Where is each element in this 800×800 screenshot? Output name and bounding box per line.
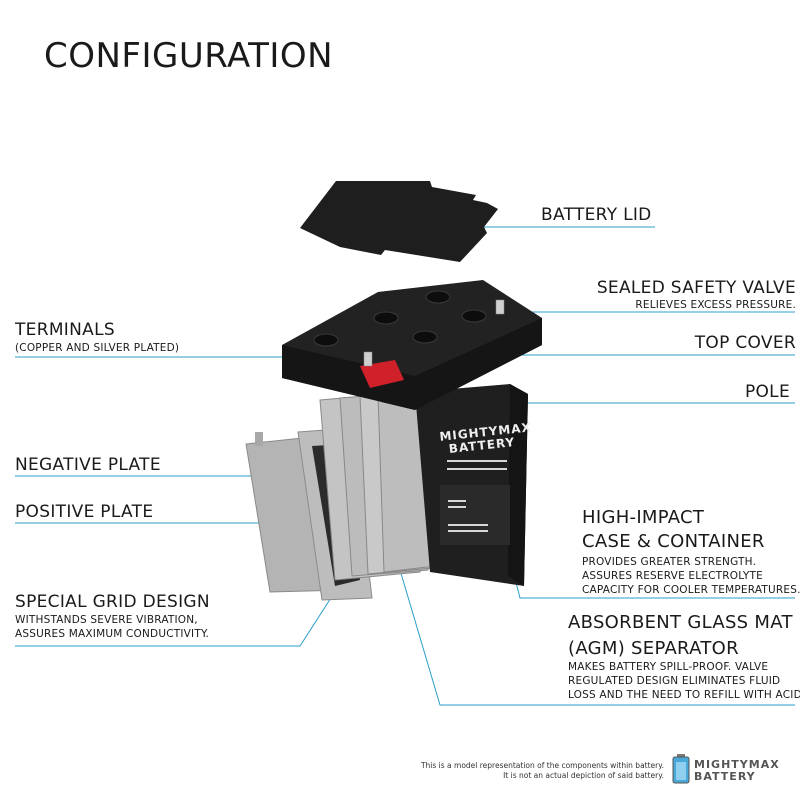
label-special-grid: SPECIAL GRID DESIGN (15, 592, 210, 612)
label-special-grid-sub1: WITHSTANDS SEVERE VIBRATION, (15, 614, 198, 626)
label-high-impact-1: HIGH-IMPACT (582, 507, 705, 528)
footer-brand-line1: MIGHTYMAX (694, 758, 780, 771)
label-high-impact-sub1: PROVIDES GREATER STRENGTH. (582, 556, 757, 568)
footer-note: This is a model representation of the co… (421, 761, 664, 781)
red-terminal-shape (360, 360, 404, 388)
label-pole: POLE (744, 382, 790, 402)
label-terminals-sub: (COPPER AND SILVER PLATED) (15, 342, 180, 354)
battery-lid-shape (300, 181, 498, 262)
battery-logo-icon (672, 754, 690, 784)
label-agm-sub2: REGULATED DESIGN ELIMINATES FLUID (568, 675, 781, 687)
label-agm-1: ABSORBENT GLASS MAT (568, 612, 793, 633)
label-top-cover: TOP COVER (694, 333, 796, 353)
terminal-silver-2 (495, 299, 505, 315)
footer-brand: MIGHTYMAX BATTERY (694, 759, 780, 783)
footer-note-line1: This is a model representation of the co… (420, 761, 664, 770)
label-terminals: TERMINALS (15, 320, 115, 340)
label-negative-plate: NEGATIVE PLATE (15, 455, 161, 475)
terminal-silver-1 (363, 351, 373, 367)
negative-plate-tab (255, 432, 263, 446)
label-agm-2: (AGM) SEPARATOR (568, 638, 739, 659)
label-high-impact-sub2: ASSURES RESERVE ELECTROLYTE (582, 570, 763, 582)
label-high-impact-2: CASE & CONTAINER (582, 531, 765, 552)
case-label-lines (447, 460, 507, 532)
label-agm-sub1: MAKES BATTERY SPILL-PROOF. VALVE (568, 661, 769, 673)
label-high-impact-sub3: CAPACITY FOR COOLER TEMPERATURES. (582, 584, 800, 596)
footer-brand-line2: BATTERY (694, 770, 756, 783)
page-title: CONFIGURATION (44, 36, 334, 76)
label-sealed-valve: SEALED SAFETY VALVE (596, 278, 796, 298)
label-sealed-valve-sub: RELIEVES EXCESS PRESSURE. (635, 299, 796, 311)
label-positive-plate: POSITIVE PLATE (15, 502, 154, 522)
leader-agm (399, 569, 795, 706)
label-battery-lid: BATTERY LID (541, 205, 652, 225)
label-agm-sub3: LOSS AND THE NEED TO REFILL WITH ACID. (568, 689, 800, 701)
footer-note-line2: It is not an actual depiction of said ba… (503, 771, 664, 780)
label-special-grid-sub2: ASSURES MAXIMUM CONDUCTIVITY. (15, 628, 209, 640)
plate-stack (319, 391, 437, 581)
vent-holes (313, 290, 487, 347)
